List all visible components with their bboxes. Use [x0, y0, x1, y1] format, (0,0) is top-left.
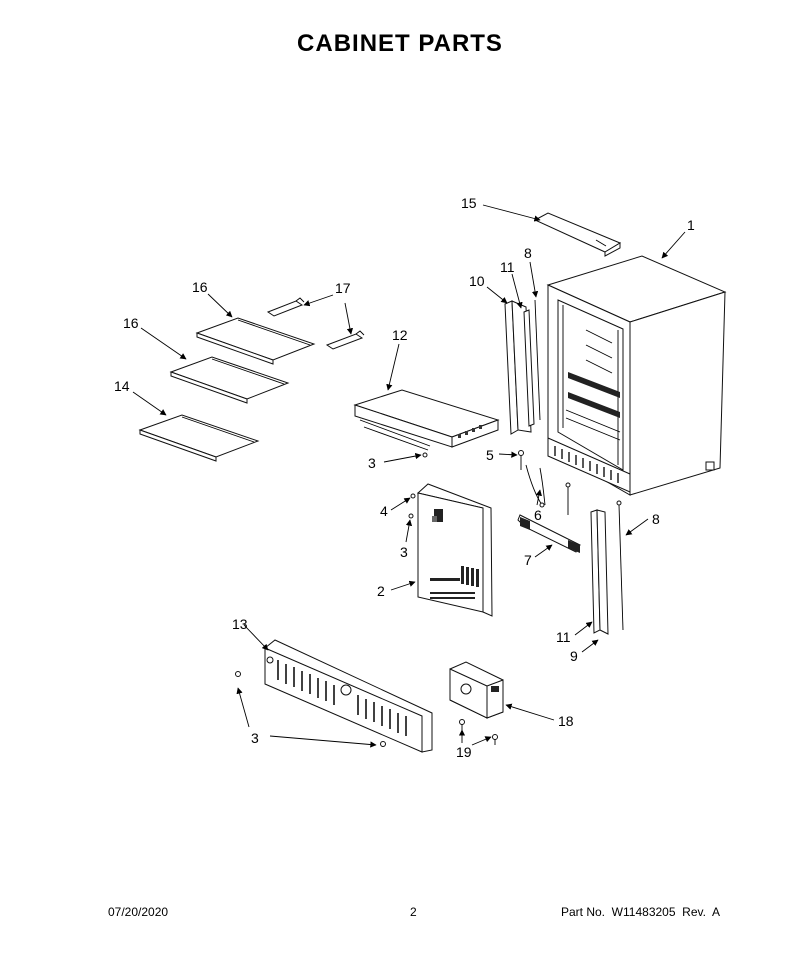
callout-3: 3: [251, 730, 259, 746]
part-screws: [235, 452, 428, 747]
callout-5: 5: [486, 447, 494, 463]
part-toe-grille: [264, 639, 433, 753]
callout-18: 18: [558, 713, 574, 729]
callout-3: 3: [400, 544, 408, 560]
callout-7: 7: [524, 552, 532, 568]
callout-3: 3: [368, 455, 376, 471]
part-screw-pin: [518, 450, 524, 470]
callout-16: 16: [123, 315, 139, 331]
part-upper-strip: [534, 299, 541, 421]
callout-17: 17: [335, 280, 351, 296]
callout-labels: 15 1 8 11 10 16 17 16 12 14 3 5 4 6 8 3 …: [114, 195, 695, 760]
callout-16: 16: [192, 279, 208, 295]
callout-12: 12: [392, 327, 408, 343]
footer-page-number: 2: [410, 905, 417, 919]
page-title: CABINET PARTS: [297, 30, 503, 57]
callout-6: 6: [534, 507, 542, 523]
part-lower-hinge: [517, 514, 581, 553]
part-lower-strip: [616, 500, 624, 631]
callout-13: 13: [232, 616, 248, 632]
part-cabinet: [546, 255, 727, 496]
part-evaporator-cover: [416, 483, 493, 617]
callout-2: 2: [377, 583, 385, 599]
part-upper-seal: [523, 309, 535, 427]
part-hinge-pins: [525, 464, 571, 515]
part-shelf-upper: [195, 317, 316, 365]
callout-8: 8: [524, 245, 532, 261]
callout-19: 19: [456, 744, 472, 760]
leader-lines: [132, 204, 686, 748]
callout-10: 10: [469, 273, 485, 289]
part-lower-door-gasket: [590, 509, 609, 635]
callout-11: 11: [556, 629, 571, 645]
part-shelf-middle: [169, 356, 290, 404]
callout-9: 9: [570, 648, 578, 664]
part-drain-pan: [449, 661, 504, 719]
part-top-trim: [533, 212, 622, 257]
callout-11: 11: [500, 259, 515, 275]
part-control-top: [353, 389, 500, 451]
callout-14: 14: [114, 378, 130, 394]
callout-4: 4: [380, 503, 388, 519]
part-shelf-supports: [266, 297, 365, 350]
footer-part-number: Part No. W11483205 Rev. A: [561, 905, 720, 919]
footer-date: 07/20/2020: [108, 905, 169, 919]
callout-8: 8: [652, 511, 660, 527]
callout-15: 15: [461, 195, 477, 211]
part-shelf-lower: [138, 414, 260, 462]
part-drain-screws: [459, 719, 498, 745]
callout-1: 1: [687, 217, 695, 233]
